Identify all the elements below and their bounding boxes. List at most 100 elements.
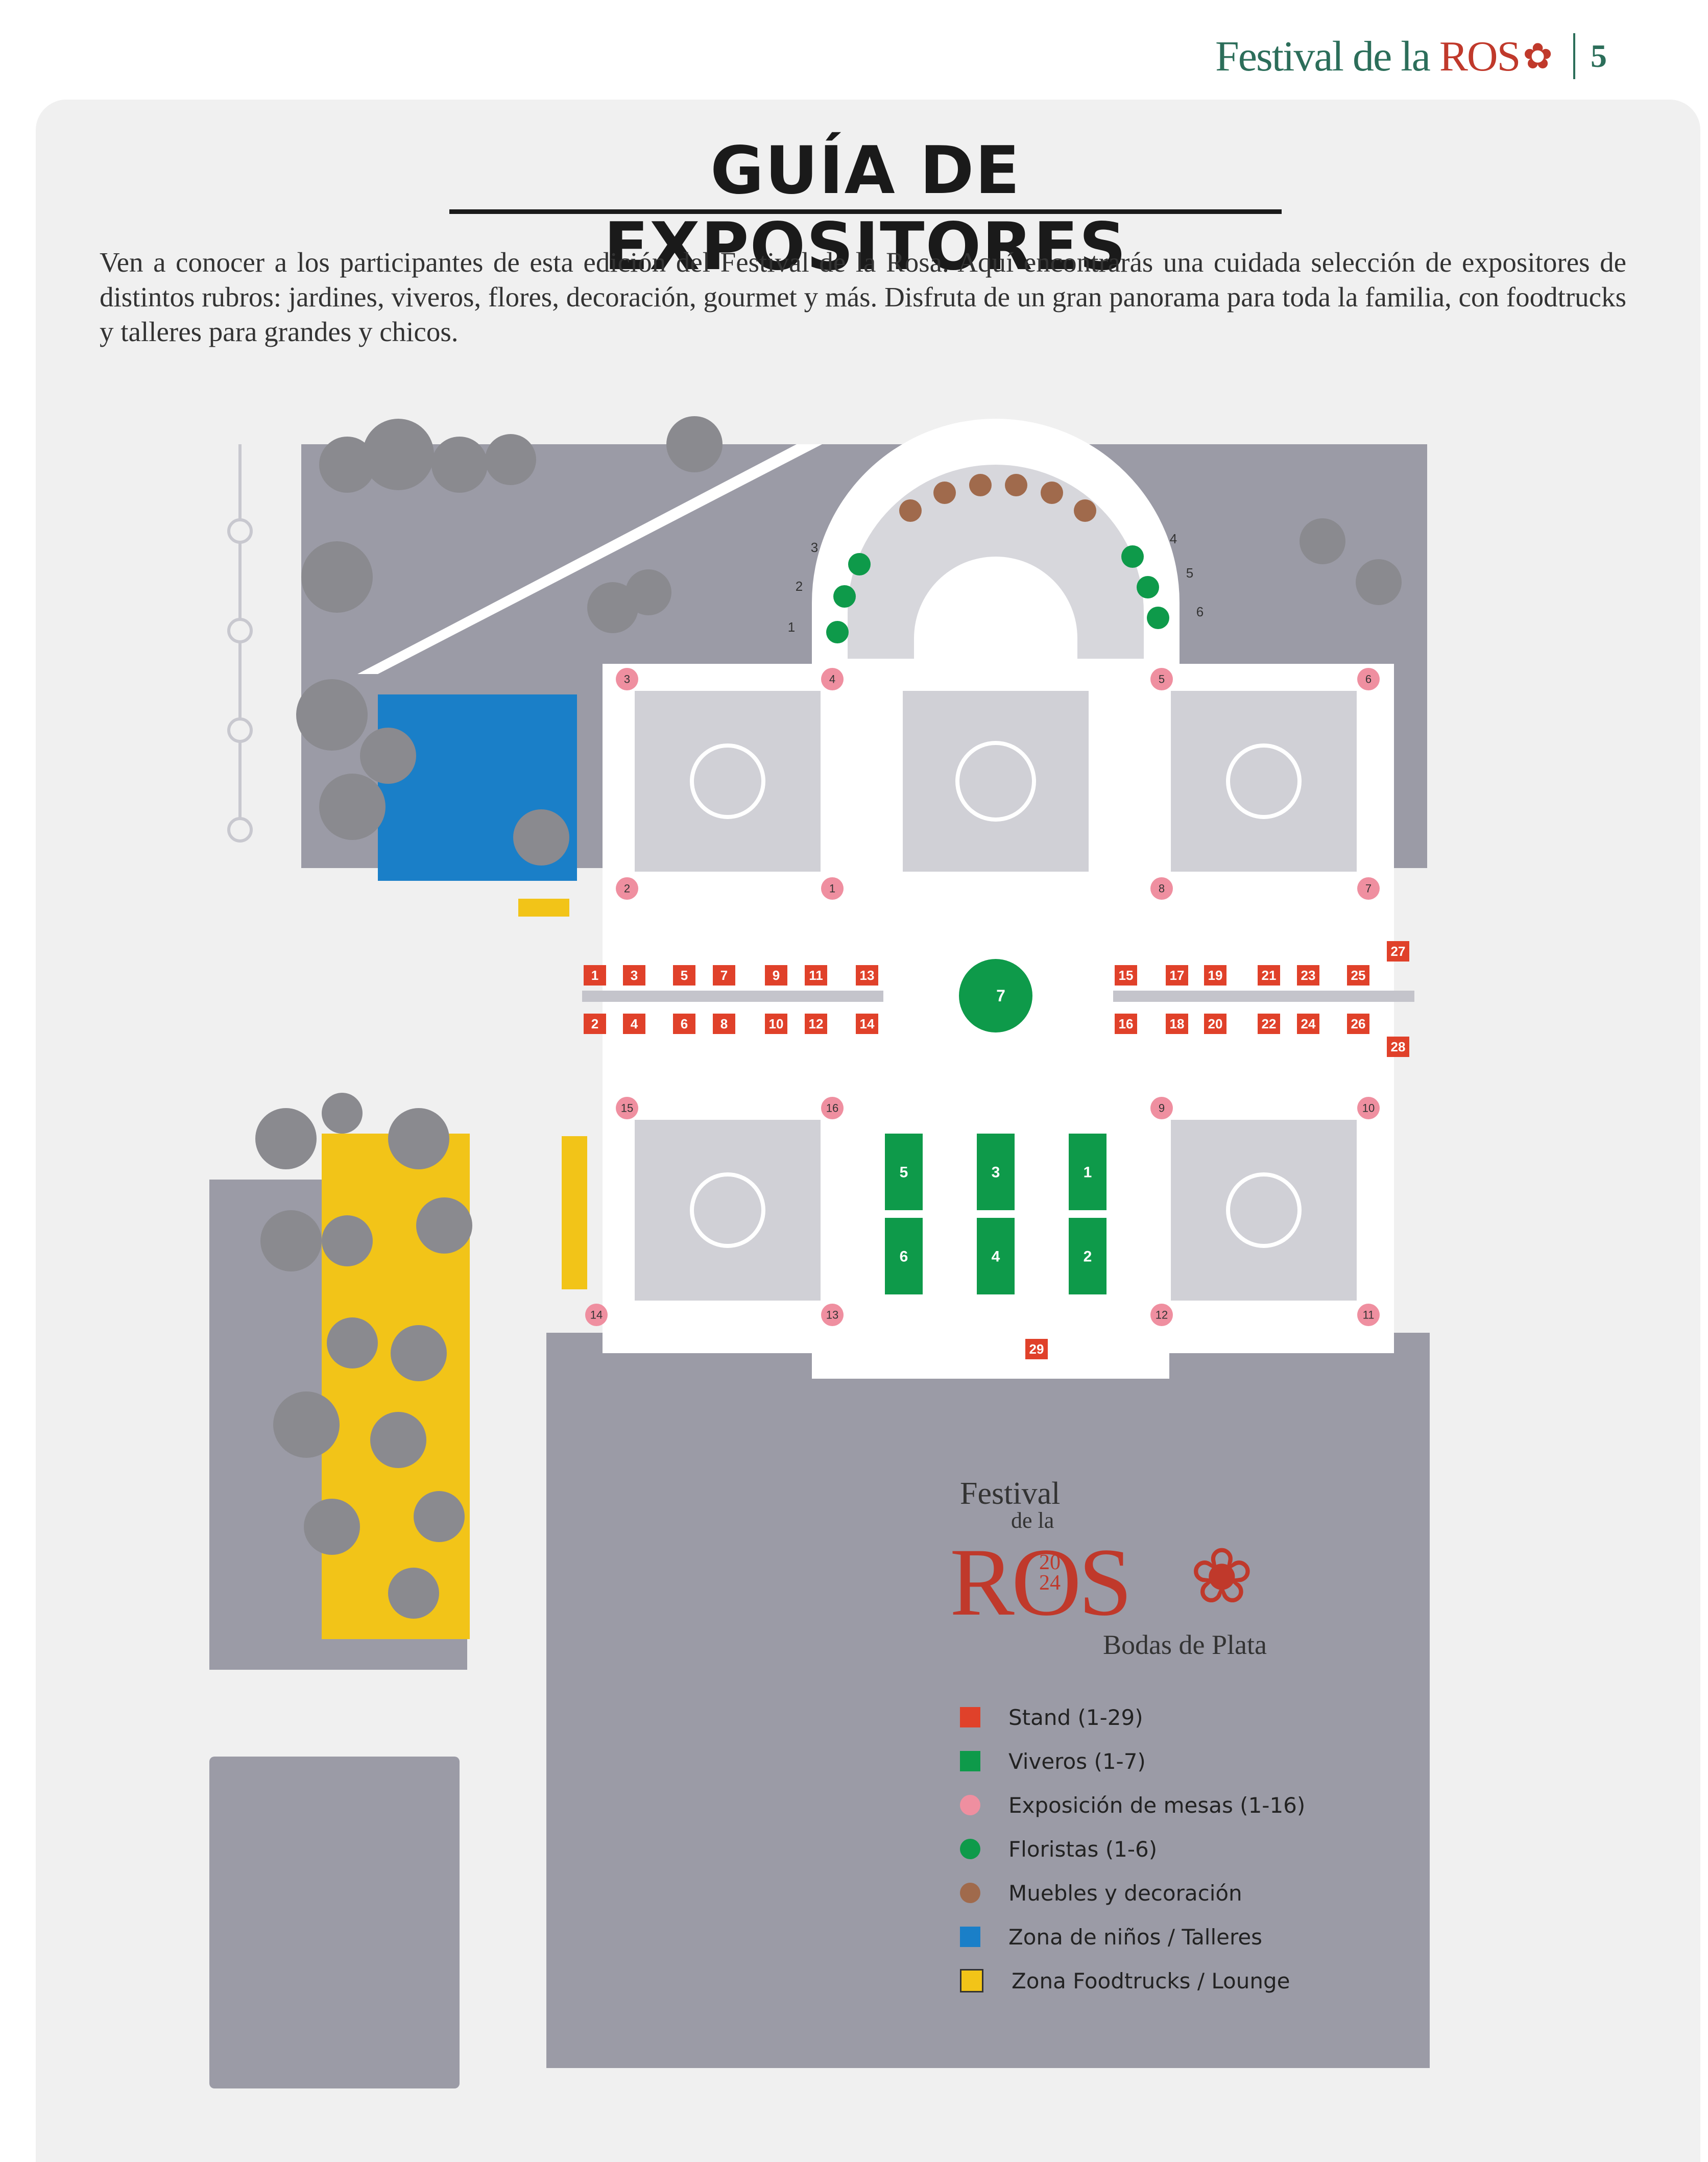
logo-year-top: 20	[1039, 1551, 1061, 1574]
rose-illustration-icon: ❀	[1190, 1533, 1254, 1619]
mesa-label: 5	[1159, 673, 1165, 686]
mesa-marker	[821, 668, 844, 690]
stand-marker	[1115, 965, 1137, 986]
stand-marker	[1166, 965, 1188, 986]
stand-label: 8	[720, 1016, 728, 1031]
florista-marker	[826, 621, 849, 643]
mesa-label: 13	[826, 1309, 838, 1322]
mesa-label: 15	[621, 1102, 633, 1115]
stand-marker	[1115, 1014, 1137, 1034]
logo-de-la: de la	[1011, 1508, 1054, 1533]
stand-label: 11	[809, 968, 823, 983]
stand-marker	[805, 1014, 827, 1034]
rose-icon: ✿	[1523, 36, 1553, 76]
legend-label: Muebles y decoración	[1008, 1880, 1242, 1906]
stand-marker	[856, 1014, 878, 1034]
legend-item: Zona de niños / Talleres	[960, 1915, 1338, 1959]
logo-ros: ROS	[950, 1529, 1133, 1636]
legend-swatch	[960, 1969, 983, 1992]
florista-marker	[848, 553, 871, 575]
florista-label: 4	[1170, 531, 1177, 546]
legend-swatch	[960, 1927, 980, 1947]
florista-label: 2	[796, 579, 803, 594]
stand-label: 24	[1301, 1016, 1316, 1031]
mesa-label: 8	[1159, 882, 1165, 895]
mesa-label: 6	[1365, 673, 1372, 686]
legend-item: Zona Foodtrucks / Lounge	[960, 1959, 1338, 2003]
muebles-marker	[1005, 474, 1027, 496]
legend-label: Zona de niños / Talleres	[1008, 1924, 1263, 1950]
stand-label: 29	[1029, 1341, 1044, 1357]
garden-rings	[690, 741, 1302, 1248]
stand-marker	[856, 965, 878, 986]
mesa-label: 3	[624, 673, 630, 686]
diagonal-path	[357, 444, 822, 674]
vivero-marker	[885, 1134, 923, 1210]
mesa-marker	[1150, 668, 1173, 690]
florista-label: 3	[811, 540, 818, 555]
legend-item: Stand (1-29)	[960, 1695, 1338, 1739]
stand-label: 9	[773, 968, 780, 983]
stand-marker	[1166, 1014, 1188, 1034]
vivero-marker	[977, 1134, 1015, 1210]
stand-marker	[805, 965, 827, 986]
mesa-marker	[1150, 1097, 1173, 1119]
mesa-marker	[1150, 1304, 1173, 1326]
florista-marker	[833, 585, 856, 608]
mesa-label: 10	[1362, 1102, 1375, 1115]
legend-item: Viveros (1-7)	[960, 1739, 1338, 1783]
mesa-marker	[1357, 1097, 1380, 1119]
legend-label: Zona Foodtrucks / Lounge	[1012, 1968, 1290, 1993]
stand-marker	[1347, 965, 1369, 986]
mesa-marker	[821, 877, 844, 900]
stand-label: 17	[1170, 968, 1185, 983]
florista-marker	[1121, 545, 1144, 568]
stand-marker	[584, 965, 606, 986]
stand-label: 18	[1170, 1016, 1185, 1031]
map-markers: 1234567891011121314151617181920212223242…	[584, 474, 1409, 1359]
muebles-marker	[933, 482, 956, 504]
vivero-marker	[885, 1218, 923, 1294]
vivero-label: 5	[900, 1164, 908, 1181]
mesa-marker	[585, 1304, 608, 1326]
stand-label: 14	[860, 1016, 875, 1031]
legend-swatch	[960, 1839, 980, 1859]
stand-label: 25	[1351, 968, 1366, 983]
mesa-label: 7	[1365, 882, 1372, 895]
mesa-marker	[1357, 1304, 1380, 1326]
florista-label: 5	[1186, 565, 1193, 581]
header-brand: Festival de la ROS	[1215, 32, 1521, 81]
stand-label: 19	[1208, 968, 1223, 983]
stand-label: 12	[809, 1016, 824, 1031]
stand-label: 27	[1391, 944, 1406, 959]
header-divider	[1573, 33, 1575, 79]
legend-label: Viveros (1-7)	[1008, 1748, 1146, 1774]
brand-ros: ROS	[1439, 32, 1521, 80]
mesa-label: 4	[829, 673, 835, 686]
stand-label: 21	[1262, 968, 1277, 983]
rose-gardens	[632, 688, 1360, 1304]
legend-label: Exposición de mesas (1-16)	[1008, 1792, 1306, 1818]
florista-marker	[1137, 576, 1159, 598]
legend-swatch	[960, 1707, 980, 1727]
vivero-label: 1	[1084, 1164, 1092, 1181]
stand-label: 16	[1119, 1016, 1134, 1031]
vivero-label: 2	[1084, 1248, 1092, 1265]
stand-marker	[713, 1014, 735, 1034]
florista-label: 1	[788, 619, 795, 635]
stand-label: 1	[591, 968, 598, 983]
map-legend: Stand (1-29) Viveros (1-7) Exposición de m…	[960, 1695, 1338, 2003]
mesa-label: 14	[590, 1309, 603, 1322]
page-header: Festival de la ROS ✿ 5	[1215, 26, 1607, 87]
trees	[255, 416, 1402, 1619]
vivero-label: 4	[992, 1248, 1000, 1265]
stand-label: 13	[860, 968, 875, 983]
vivero-7	[959, 959, 1032, 1032]
stand-marker	[1258, 965, 1280, 986]
left-path	[227, 444, 253, 843]
vivero-label: 3	[992, 1164, 1000, 1181]
legend-label: Stand (1-29)	[1008, 1704, 1143, 1730]
muebles-marker	[1074, 499, 1096, 522]
